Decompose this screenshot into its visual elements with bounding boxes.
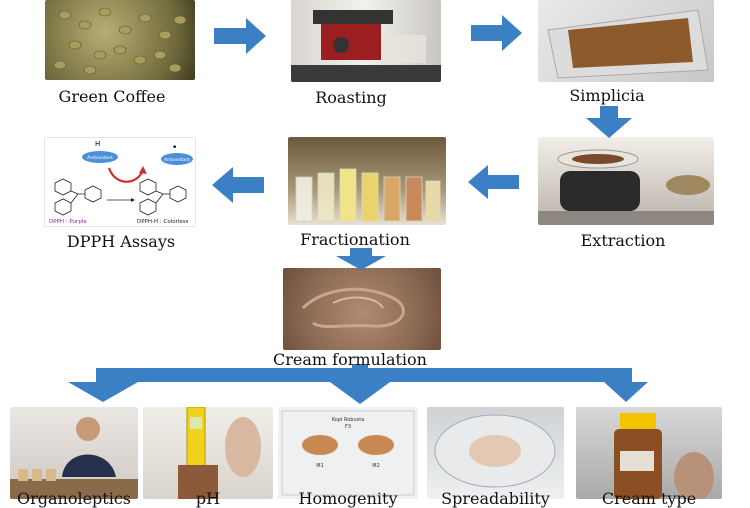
hydrogen-label: H [95, 140, 100, 148]
label-roasting: Roasting [315, 88, 387, 107]
homogeneity-slide-illustration: Kopi Robusta F3 M1 M2 [281, 410, 415, 496]
organoleptics-photo [10, 407, 138, 499]
coffee-powder-bag-illustration [547, 9, 709, 79]
radical-dot: • [172, 143, 177, 153]
left-arrow-icon [468, 165, 519, 199]
reaction-arrowhead-icon [139, 166, 147, 174]
roasting-photo [291, 0, 441, 82]
spreadability-photo [427, 407, 564, 499]
person-with-samples-illustration [10, 417, 138, 499]
label-green-coffee: Green Coffee [58, 87, 166, 106]
down-arrow-icon [604, 372, 648, 402]
simplicia-photo [538, 0, 714, 82]
cream-type-photo [576, 407, 722, 499]
spreadability-glass-illustration [434, 414, 556, 488]
ph-photo [143, 407, 273, 499]
green-coffee-photo [45, 0, 195, 80]
fractionation-photo [288, 137, 446, 225]
antioxidant-right-label: Antioxidant [164, 157, 190, 163]
homogeneity-photo-subtitle: F3 [345, 424, 351, 430]
extraction-equipment-illustration [538, 149, 714, 225]
roaster-machine-illustration [291, 10, 441, 82]
homogeneity-left-label: M1 [316, 463, 324, 469]
reaction-arrow-head-icon [131, 198, 135, 202]
reaction-curve-icon [107, 167, 145, 183]
down-arrow-icon [336, 248, 386, 270]
down-arrow-icon [330, 378, 390, 404]
cream-jar-illustration [614, 413, 714, 499]
label-dpph-assays: DPPH Assays [66, 232, 176, 251]
vials-illustration [295, 168, 441, 222]
dpph-molecule-right [139, 178, 187, 216]
ph-meter-illustration [178, 407, 261, 499]
right-arrow-icon [471, 15, 522, 51]
extraction-photo [538, 137, 714, 225]
dpph-colorless-caption: DPPH-H : Colorless [137, 219, 189, 225]
right-arrow-icon [214, 18, 266, 54]
homogeneity-photo-title: Kopi Robusta [332, 417, 365, 423]
label-simplicia: Simplicia [569, 86, 645, 105]
branch-arrow-icon [96, 368, 632, 382]
cream-swirl-illustration [301, 287, 405, 328]
antioxidant-right-ellipse [161, 153, 193, 165]
down-arrow-icon [68, 372, 138, 402]
cream-formulation-photo [283, 268, 441, 350]
branch-arrow-icon [352, 364, 368, 372]
dpph-diagram: H • Antioxidant Antioxidant DPPH : Purpl… [44, 137, 196, 227]
antioxidant-left-label: Antioxidant [87, 155, 113, 161]
dpph-molecule-left [54, 178, 102, 216]
label-extraction: Extraction [580, 231, 666, 250]
homogeneity-right-label: M2 [372, 463, 380, 469]
down-arrow-icon [586, 106, 632, 138]
label-cream-formulation: Cream formulation [273, 350, 427, 369]
dpph-purple-caption: DPPH : Purple [49, 219, 87, 225]
label-fractionation: Fractionation [300, 230, 410, 249]
homogeneity-photo: Kopi Robusta F3 M1 M2 [278, 407, 418, 499]
antioxidant-left-ellipse [82, 151, 118, 163]
left-arrow-icon [212, 167, 264, 203]
coffee-beans-illustration [53, 7, 187, 75]
